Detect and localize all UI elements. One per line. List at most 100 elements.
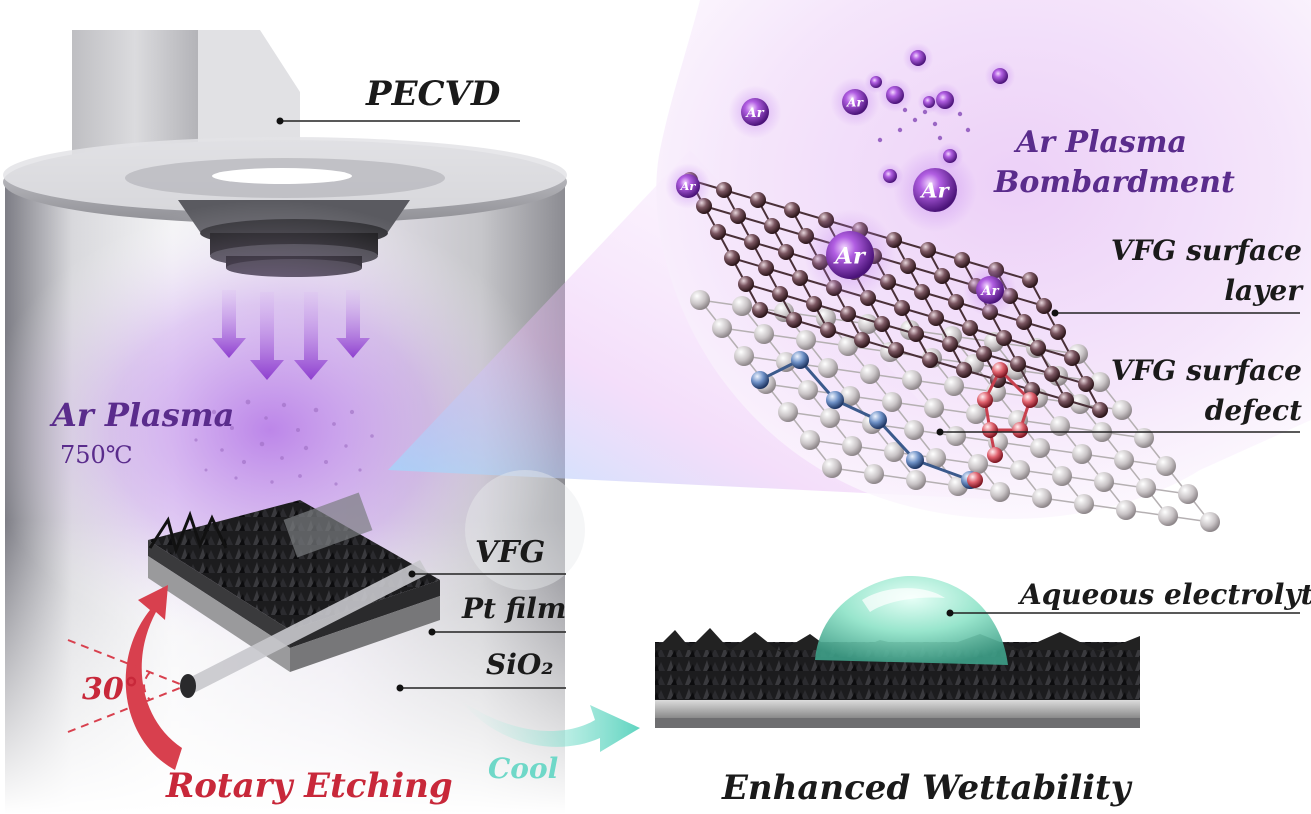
lattice-atom-surface — [758, 260, 774, 276]
lattice-atom-defect — [987, 447, 1003, 463]
ar-atom-label: Ar — [680, 179, 697, 193]
lattice-atom-back — [966, 404, 986, 424]
ar-atom-label: Ar — [846, 95, 865, 110]
lattice-atom-back — [1114, 450, 1134, 470]
ar-particle — [877, 137, 883, 143]
ar-atom — [913, 168, 957, 212]
lattice-atom-surface — [948, 294, 964, 310]
lattice-atom-blue — [791, 351, 809, 369]
ar-atom — [923, 96, 935, 108]
lattice-atom-surface — [1064, 350, 1080, 366]
label-sio2: SiO₂ — [486, 648, 554, 681]
lattice-atom-back — [712, 318, 732, 338]
lattice-atom-back — [1178, 484, 1198, 504]
leader-lines — [280, 120, 1300, 689]
label-surface-defect-line1: VFG surface — [1110, 354, 1302, 387]
lattice-atom-back — [822, 458, 842, 478]
lattice-atom-surface — [778, 244, 794, 260]
lattice-atom-back — [1050, 416, 1070, 436]
lattice-atom-surface — [928, 310, 944, 326]
lattice-atom-defect — [967, 472, 983, 488]
lattice-atom-surface — [724, 250, 740, 266]
lattice-atom-back — [840, 386, 860, 406]
lattice-atom-surface — [786, 312, 802, 328]
lattice-atom-defect — [982, 422, 998, 438]
lattice-atom-surface — [1044, 366, 1060, 382]
ar-particle — [937, 135, 943, 141]
label-surface-defect-line2: defect — [1204, 394, 1302, 427]
label-bombardment-line1: Ar Plasma — [1016, 125, 1187, 160]
lattice-atom-back — [1052, 466, 1072, 486]
ar-atom — [910, 50, 926, 66]
ar-particle — [932, 121, 938, 127]
lattice-atom-surface — [750, 192, 766, 208]
lattice-atom-back — [990, 482, 1010, 502]
lattice-atom-back — [944, 376, 964, 396]
lattice-atom-back — [778, 402, 798, 422]
lattice-atom-defect — [1022, 392, 1038, 408]
lattice-atom-surface — [962, 320, 978, 336]
lattice-bond — [914, 458, 971, 482]
lattice-atom-surface — [920, 242, 936, 258]
ar-atom — [943, 149, 957, 163]
electrolyte-droplet — [815, 575, 1008, 665]
lattice-atom-back — [1030, 438, 1050, 458]
lattice-atom-surface — [922, 352, 938, 368]
lattice-atom-surface — [934, 268, 950, 284]
lattice-atom-surface — [954, 252, 970, 268]
lattice-atom-back — [818, 358, 838, 378]
lattice-atom-back — [860, 364, 880, 384]
lattice-atom-back — [1094, 472, 1114, 492]
label-temperature: 750℃ — [60, 441, 133, 469]
lattice-atom-surface — [1058, 392, 1074, 408]
lattice-atom-surface — [976, 346, 992, 362]
lattice-atom-surface — [764, 218, 780, 234]
label-enhanced-wettability: Enhanced Wettability — [722, 768, 1131, 808]
wettability-sample — [655, 575, 1140, 728]
lattice-atom-surface — [854, 332, 870, 348]
lattice-atom-back — [1116, 500, 1136, 520]
lattice-atom-back — [732, 296, 752, 316]
ar-atom — [826, 231, 874, 279]
lattice-atom-back — [882, 392, 902, 412]
lattice-atom-surface — [784, 202, 800, 218]
lattice-atom-back — [838, 336, 858, 356]
lattice-atom-surface — [956, 362, 972, 378]
ar-particle — [922, 109, 928, 115]
angle-indicator — [67, 639, 186, 733]
lattice-atom-back — [946, 426, 966, 446]
zoom-circle — [656, 0, 1311, 519]
lattice-atom-back — [968, 454, 988, 474]
label-pecvd: PECVD — [366, 74, 501, 114]
lattice-atom-back — [1136, 478, 1156, 498]
lattice-atom-surface — [1078, 376, 1094, 392]
ar-particle — [897, 127, 903, 133]
rotary-shaft — [185, 560, 428, 694]
rotary-arrow — [125, 585, 182, 770]
ar-particle — [957, 111, 963, 117]
lattice-atom-back — [1074, 494, 1094, 514]
lattice-atom-back — [1112, 400, 1132, 420]
ar-atom-label: Ar — [979, 284, 999, 299]
lattice-atom-back — [754, 324, 774, 344]
ar-atom — [992, 68, 1008, 84]
cool-arrow — [460, 700, 640, 752]
lattice-atom-back — [800, 430, 820, 450]
label-ar-plasma: Ar Plasma — [52, 396, 235, 434]
plasma-arrows — [212, 290, 370, 380]
lattice-atom-defect — [1012, 422, 1028, 438]
lattice-atom-surface — [730, 208, 746, 224]
lattice-atom-surface — [996, 330, 1012, 346]
lattice-atom-defect — [992, 362, 1008, 378]
lattice-atom-surface — [820, 322, 836, 338]
lens-bubble — [465, 470, 585, 590]
label-aqueous-electrolyte: Aqueous electrolyte — [1020, 578, 1311, 611]
lattice-atom-surface — [888, 342, 904, 358]
ar-atom — [936, 91, 954, 109]
ar-atom-label: Ar — [833, 243, 867, 269]
label-pt-film: Pt film — [462, 592, 567, 625]
lattice-atom-surface — [738, 276, 754, 292]
label-angle: 30° — [82, 672, 139, 707]
